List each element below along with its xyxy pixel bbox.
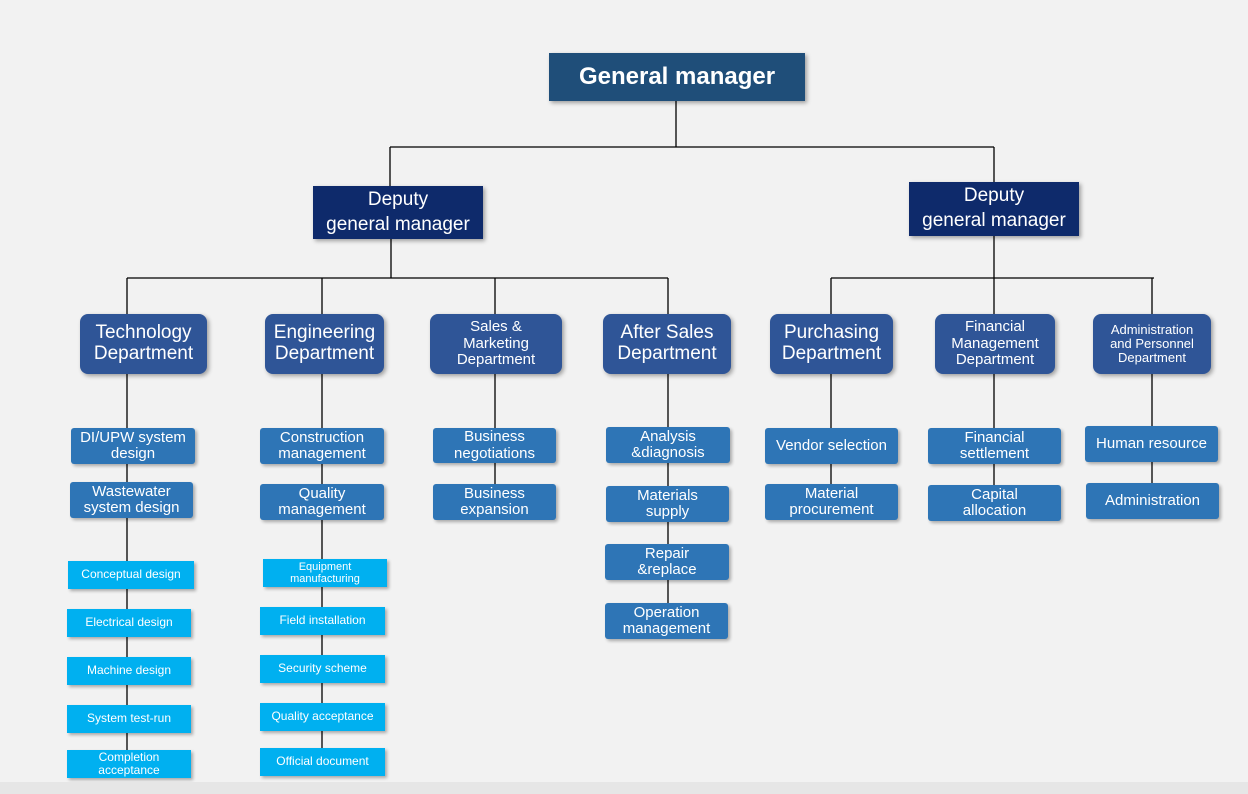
quality-acceptance-box: Quality acceptance xyxy=(260,703,385,731)
machine-design-box: Machine design xyxy=(67,657,191,685)
deputy-left-box: Deputy general manager xyxy=(313,186,483,239)
equipment-manufacturing-box: Equipment manufacturing xyxy=(263,559,387,587)
financial-settlement-box: Financial settlement xyxy=(928,428,1061,464)
system-test-run-box: System test-run xyxy=(67,705,191,733)
human-resource-box: Human resource xyxy=(1085,426,1218,462)
general-manager-box: General manager xyxy=(549,53,805,101)
engineering-department-box: Engineering Department xyxy=(265,314,384,374)
official-document-box: Official document xyxy=(260,748,385,776)
conceptual-design-box: Conceptual design xyxy=(68,561,194,589)
wastewater-system-design-box: Wastewater system design xyxy=(70,482,193,518)
technology-department-box: Technology Department xyxy=(80,314,207,374)
financial-management-department-box: Financial Management Department xyxy=(935,314,1055,374)
field-installation-box: Field installation xyxy=(260,607,385,635)
business-expansion-box: Business expansion xyxy=(433,484,556,520)
capital-allocation-box: Capital allocation xyxy=(928,485,1061,521)
repair-replace-box: Repair &replace xyxy=(605,544,729,580)
bottom-bar xyxy=(0,782,1248,794)
vendor-selection-box: Vendor selection xyxy=(765,428,898,464)
purchasing-department-box: Purchasing Department xyxy=(770,314,893,374)
deputy-right-box: Deputy general manager xyxy=(909,182,1079,236)
after-sales-department-box: After Sales Department xyxy=(603,314,731,374)
sales-marketing-department-box: Sales & Marketing Department xyxy=(430,314,562,374)
administration-box: Administration xyxy=(1086,483,1219,519)
business-negotiations-box: Business negotiations xyxy=(433,428,556,463)
security-scheme-box: Security scheme xyxy=(260,655,385,683)
construction-management-box: Construction management xyxy=(260,428,384,464)
material-procurement-box: Material procurement xyxy=(765,484,898,520)
operation-management-box: Operation management xyxy=(605,603,728,639)
quality-management-box: Quality management xyxy=(260,484,384,520)
analysis-diagnosis-box: Analysis &diagnosis xyxy=(606,427,730,463)
materials-supply-box: Materials supply xyxy=(606,486,729,522)
administration-personnel-department-box: Administration and Personnel Department xyxy=(1093,314,1211,374)
electrical-design-box: Electrical design xyxy=(67,609,191,637)
completion-acceptance-box: Completion acceptance xyxy=(67,750,191,778)
di-upw-system-design-box: DI/UPW system design xyxy=(71,428,195,464)
